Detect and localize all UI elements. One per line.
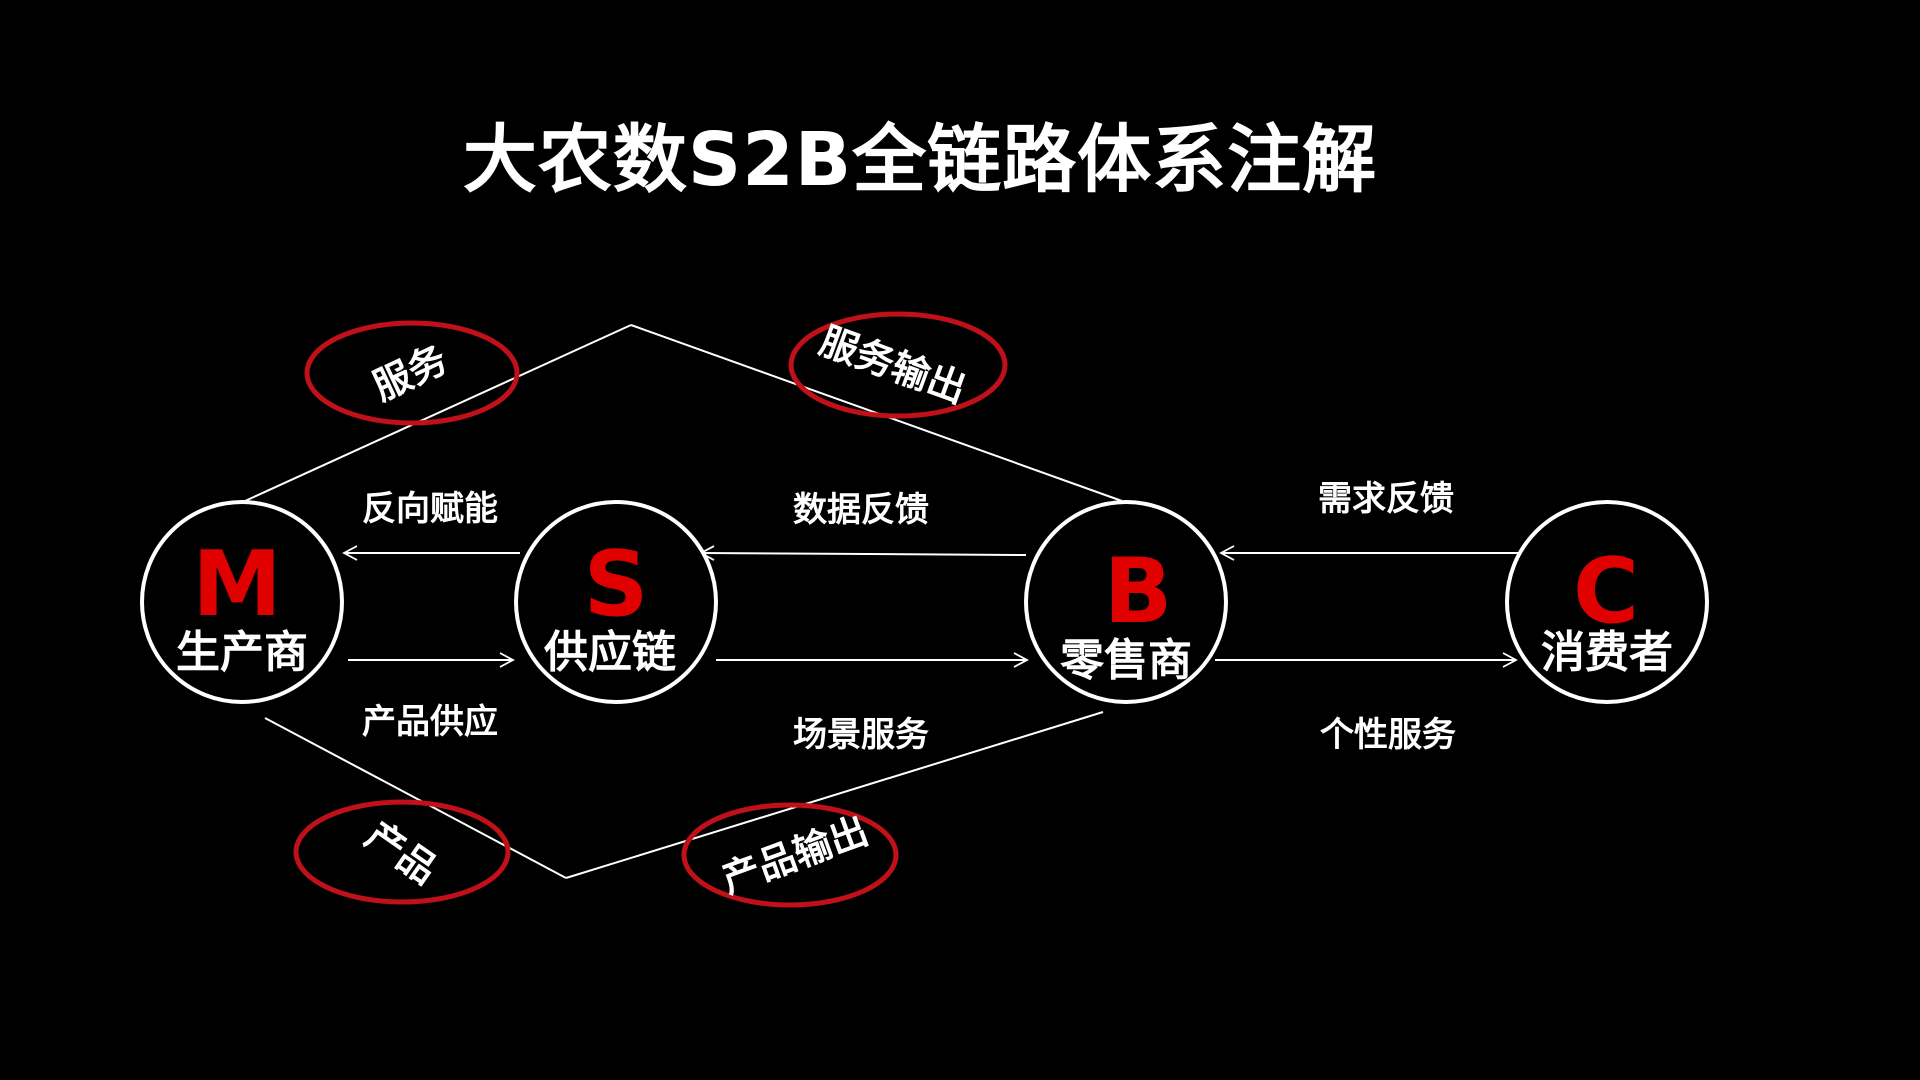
node-m-letter: M <box>192 532 282 637</box>
ellipse-service: 服务 <box>304 320 520 426</box>
ellipse-product: 产品 <box>293 799 511 905</box>
route-m-bottom <box>264 717 567 879</box>
node-c: C 消费者 <box>1505 500 1709 704</box>
route-m-top <box>244 324 632 502</box>
edge-label-s-to-m: 反向赋能 <box>362 489 498 529</box>
node-b-letter: B <box>1104 539 1173 644</box>
ellipse-service-output: 服务输出 <box>788 311 1008 419</box>
route-bottom-b <box>565 711 1104 879</box>
ellipse-label-service-output: 服务输出 <box>814 318 972 411</box>
ellipse-product-output: 产品输出 <box>681 802 899 908</box>
node-b: B 零售商 <box>1024 500 1228 704</box>
edge-label-c-to-b: 需求反馈 <box>1318 479 1454 519</box>
edge-label-s-to-b: 场景服务 <box>793 715 929 755</box>
node-m: M 生产商 <box>140 500 344 704</box>
edge-label-b-to-s: 数据反馈 <box>793 490 929 530</box>
node-c-letter: C <box>1573 539 1639 644</box>
node-b-name: 零售商 <box>1060 635 1192 686</box>
ellipse-label-product-output: 产品输出 <box>716 808 874 901</box>
arrow-b-to-s <box>699 545 1027 561</box>
ellipse-label-service: 服务 <box>366 337 453 409</box>
node-c-name: 消费者 <box>1541 627 1673 678</box>
node-s-name: 供应链 <box>544 627 676 678</box>
ellipse-label-product: 产品 <box>358 813 446 893</box>
edge-label-b-to-c: 个性服务 <box>1320 715 1456 755</box>
node-s-letter: S <box>584 532 649 637</box>
slide-title: 大农数S2B全链路体系注解 <box>462 117 1378 203</box>
edge-label-m-to-s: 产品供应 <box>362 702 498 742</box>
node-m-name: 生产商 <box>176 627 308 678</box>
node-s: S 供应链 <box>514 500 718 704</box>
